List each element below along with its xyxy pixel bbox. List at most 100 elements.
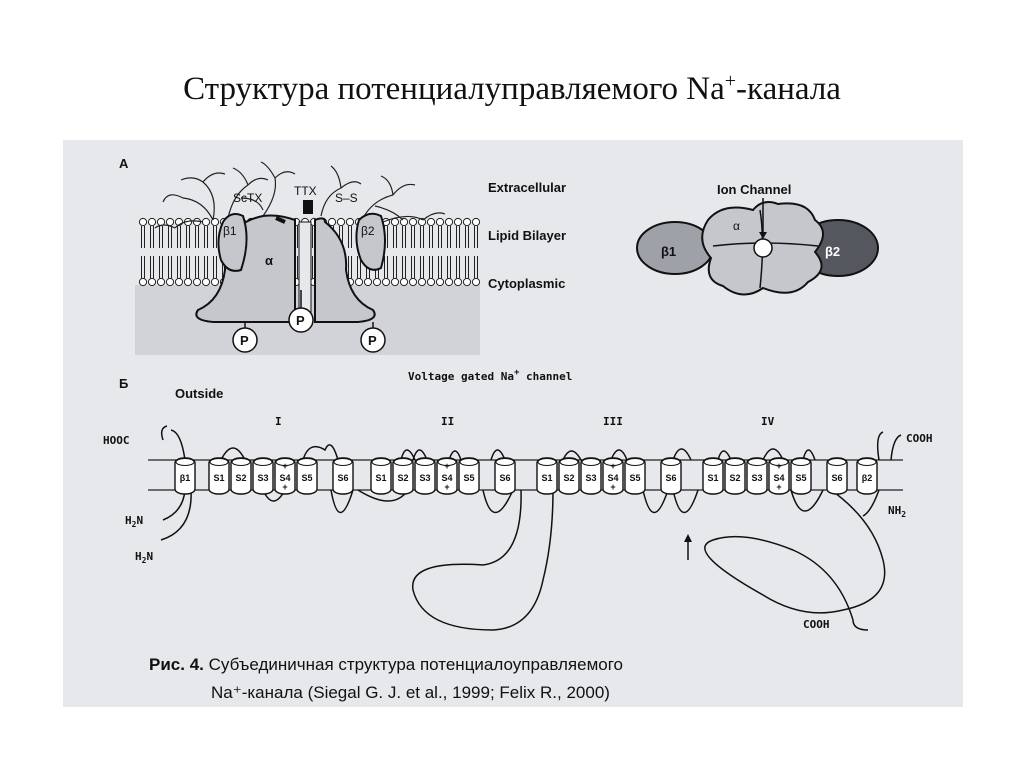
- lipid-tail: [411, 256, 415, 278]
- lipid-tail: [348, 256, 352, 278]
- domain-3-s3-cylinder: S3: [580, 457, 602, 495]
- domain-1-s5-cylinder: S5: [296, 457, 318, 495]
- charge-plus-icon: +: [444, 482, 449, 492]
- lipid-head: [363, 277, 373, 287]
- domain-3-s3-label: S3: [585, 473, 596, 483]
- phospho-label-1: P: [240, 333, 249, 348]
- lipid-tail: [465, 226, 469, 248]
- lipid-tail: [429, 256, 433, 278]
- domain-3-s1-label: S1: [541, 473, 552, 483]
- lipid-head: [165, 217, 175, 227]
- lipid-head: [138, 217, 148, 227]
- lipid-tail: [393, 226, 397, 248]
- domain-2-s3-label: S3: [419, 473, 430, 483]
- lipid-head: [354, 277, 364, 287]
- lipid-head: [201, 277, 211, 287]
- lipid-tail: [402, 256, 406, 278]
- connecting-loops: [160, 425, 902, 631]
- sctx-label: ScTX: [233, 191, 262, 205]
- domain-4-s3-cylinder: S3: [746, 457, 768, 495]
- lipid-tail: [411, 226, 415, 248]
- hooc-label: HOOC: [103, 434, 130, 447]
- lipid-tail: [204, 226, 208, 248]
- domain-2-s6-label: S6: [499, 473, 510, 483]
- lipid-head: [462, 277, 472, 287]
- cooh-label-bottom: COOH: [803, 618, 830, 631]
- domain-1-s2-cylinder: S2: [230, 457, 252, 495]
- lipid-tail: [141, 226, 145, 248]
- lipid-tail: [213, 256, 217, 278]
- domain-4-s1-cylinder: S1: [702, 457, 724, 495]
- cytoplasmic-label: Cytoplasmic: [488, 276, 565, 291]
- lipid-head: [165, 277, 175, 287]
- lipid-tail: [177, 226, 181, 248]
- figure-diagram: А α β1 β2 ScTX TTX S–S: [103, 156, 933, 702]
- charge-plus-icon: +: [776, 461, 781, 471]
- beta2-subunit: β2: [355, 212, 386, 271]
- lipid-head: [399, 217, 409, 227]
- lipid-tail: [447, 226, 451, 248]
- lipid-tail: [195, 226, 199, 248]
- domain-2-s4-label: S4: [441, 473, 452, 483]
- cooh-label-right: COOH: [906, 432, 933, 445]
- panel-b-letter: Б: [119, 376, 128, 391]
- domain-1-s1-label: S1: [213, 473, 224, 483]
- lipid-tail: [150, 256, 154, 278]
- lipid-head: [156, 277, 166, 287]
- beta1-label: β1: [223, 224, 237, 238]
- lipid-head: [426, 277, 436, 287]
- h2n-label-2: H2N: [135, 550, 153, 565]
- lipid-head: [210, 277, 220, 287]
- lipid-tail: [474, 256, 478, 278]
- domain-3-s6-label: S6: [665, 473, 676, 483]
- domain-2-s4-cylinder: S4++: [436, 457, 458, 495]
- domain-3-label: III: [603, 415, 623, 428]
- extracellular-label: Extracellular: [488, 180, 566, 195]
- lipid-tail: [429, 226, 433, 248]
- domain-1-s5-label: S5: [301, 473, 312, 483]
- lipid-head: [435, 217, 445, 227]
- title-text: Структура потенциалуправляемого Na: [183, 71, 725, 107]
- figure-scan: А α β1 β2 ScTX TTX S–S: [63, 140, 963, 707]
- inactivation-arrowhead: [684, 534, 692, 542]
- lipid-tail: [393, 256, 397, 278]
- panel-a-letter: А: [119, 156, 129, 171]
- lipid-tail: [213, 226, 217, 248]
- lipid-tail: [159, 256, 163, 278]
- lipid-head: [345, 217, 355, 227]
- charge-plus-icon: +: [444, 461, 449, 471]
- lipid-head: [183, 277, 193, 287]
- lipid-head: [399, 277, 409, 287]
- domain-4-s5-label: S5: [795, 473, 806, 483]
- lipid-head: [192, 277, 202, 287]
- glycosylation-branches: [154, 161, 446, 229]
- lipid-head: [147, 277, 157, 287]
- lipid-tail: [186, 256, 190, 278]
- lipid-tail: [195, 256, 199, 278]
- lipid-head: [390, 277, 400, 287]
- charge-plus-icon: +: [610, 482, 615, 492]
- domain-2-s1-label: S1: [375, 473, 386, 483]
- domain-4-s6-label: S6: [831, 473, 842, 483]
- top-alpha-label: α: [733, 219, 740, 233]
- figure-caption-line-1: Рис. 4. Субъединичная структура потенциа…: [149, 655, 623, 674]
- lipid-head: [336, 217, 346, 227]
- lipid-head: [138, 277, 148, 287]
- h2n-label-1: H2N: [125, 514, 143, 529]
- lipid-head: [417, 217, 427, 227]
- domain-3-s5-label: S5: [629, 473, 640, 483]
- lipid-tail: [456, 226, 460, 248]
- lipid-head: [192, 217, 202, 227]
- domain-2-s3-cylinder: S3: [414, 457, 436, 495]
- beta1-label: β1: [180, 473, 191, 483]
- domain-1-s4-label: S4: [279, 473, 290, 483]
- domain-4-s2-cylinder: S2: [724, 457, 746, 495]
- alpha-subunit: α: [195, 200, 376, 323]
- domain-2-label: II: [441, 415, 454, 428]
- lipid-head: [435, 277, 445, 287]
- lipid-tail: [474, 226, 478, 248]
- figure-caption-line-2: Na⁺-канала (Siegal G. J. et al., 1999; F…: [211, 683, 610, 702]
- lipid-head: [372, 277, 382, 287]
- top-beta1-label: β1: [661, 244, 676, 259]
